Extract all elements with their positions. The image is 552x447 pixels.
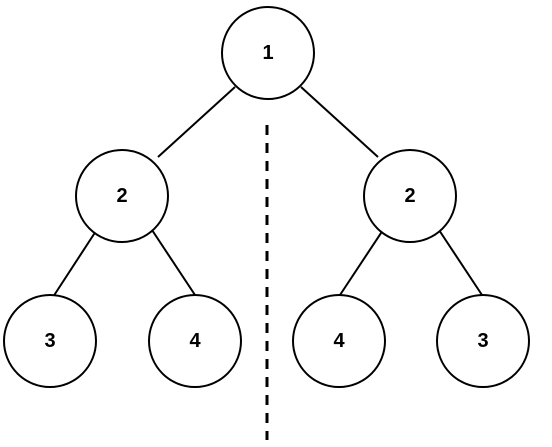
tree-leaf-right-left: 4: [292, 294, 386, 388]
node-circle: [3, 294, 97, 388]
edge-root-to-left-node: [157, 86, 236, 158]
node-label: 3: [477, 330, 488, 352]
node-label: 1: [262, 42, 273, 64]
tree-leaf-left-right: 4: [148, 294, 242, 388]
tree-leaf-left-left: 3: [3, 294, 97, 388]
tree-node-left: 2: [75, 149, 169, 243]
edge-right-node-to-right-leaf: [438, 229, 483, 296]
node-circle: [221, 6, 315, 100]
edge-left-node-to-left-leaf: [52, 230, 97, 298]
node-label: 4: [333, 330, 345, 352]
node-circle: [363, 149, 457, 243]
tree-node-right: 2: [363, 149, 457, 243]
node-circle: [148, 294, 242, 388]
node-circle: [436, 294, 530, 388]
edge-root-to-right-node: [300, 86, 379, 158]
node-circle: [292, 294, 386, 388]
node-label: 4: [189, 330, 201, 352]
node-circle: [75, 149, 169, 243]
edge-right-node-to-left-leaf: [339, 229, 384, 296]
tree-node-root: 1: [221, 6, 315, 100]
node-label: 3: [44, 330, 55, 352]
node-label: 2: [116, 185, 127, 207]
node-label: 2: [404, 185, 415, 207]
edge-left-node-to-right-leaf: [151, 229, 196, 296]
tree-leaf-right-right: 3: [436, 294, 530, 388]
